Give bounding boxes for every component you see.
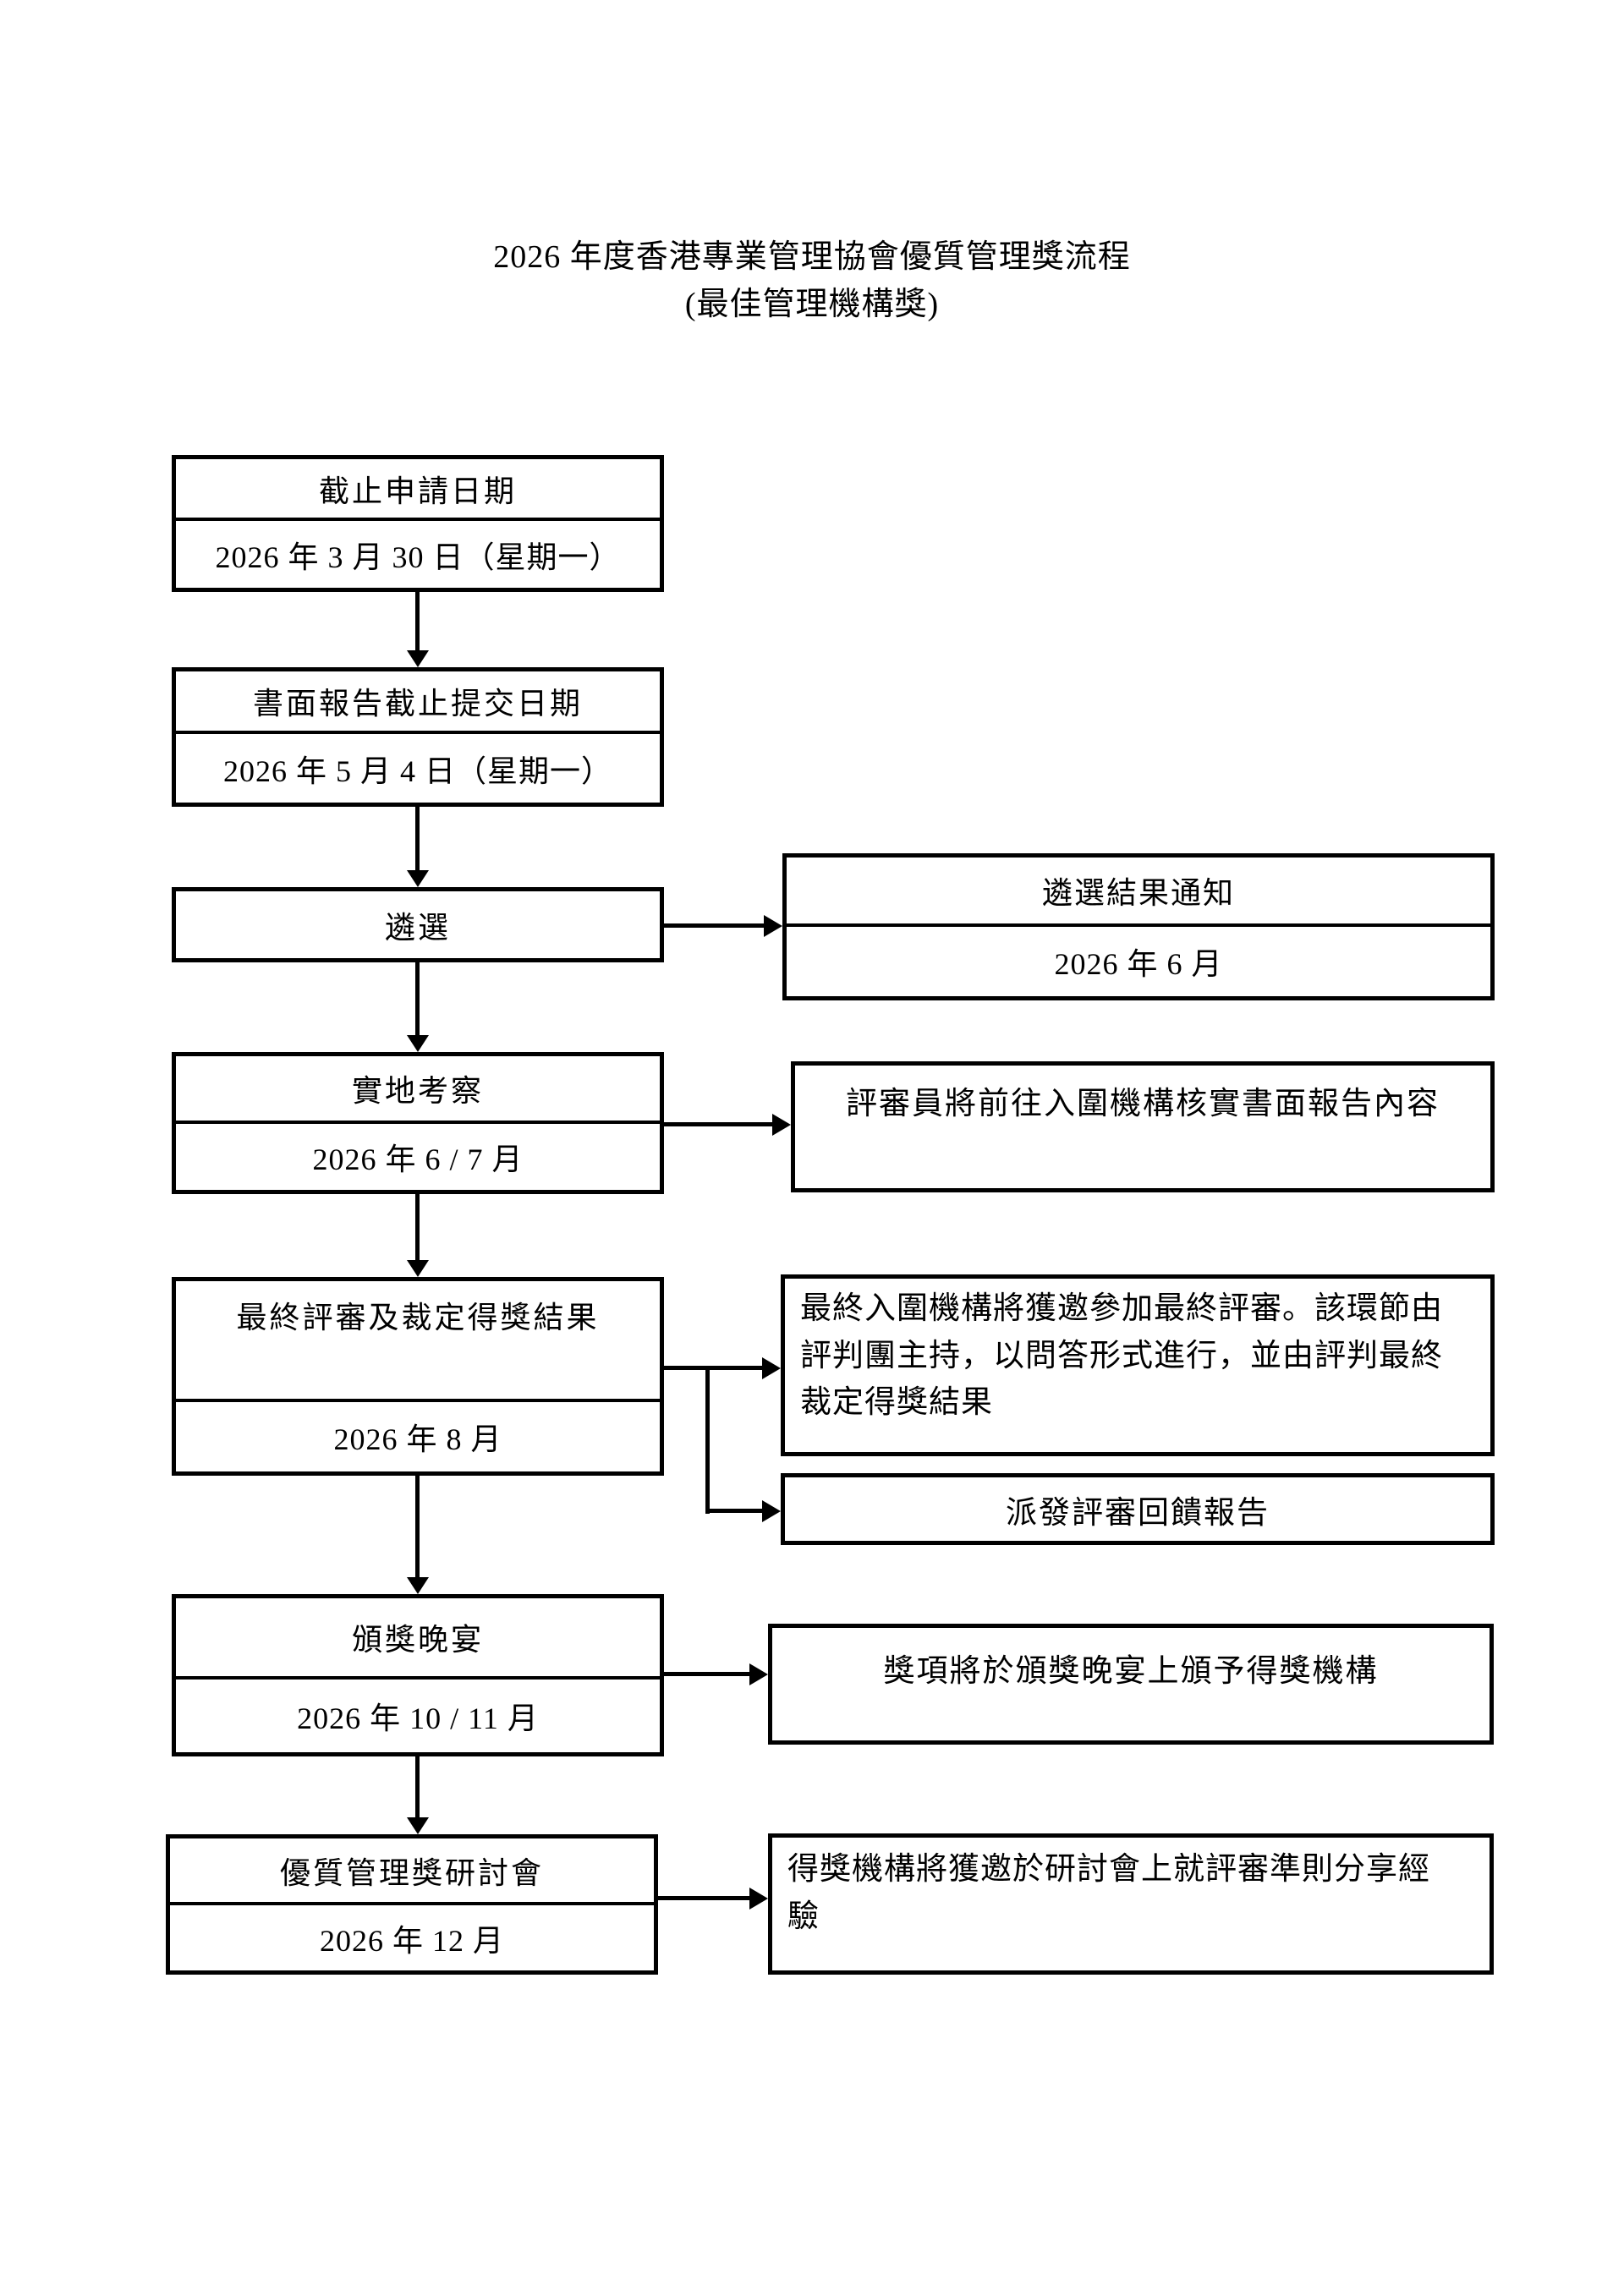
flow-box-award-dinner: 頒獎晚宴 2026 年 10 / 11 月 bbox=[172, 1594, 664, 1756]
arrow-down-head-6 bbox=[407, 1817, 429, 1834]
arrow-right-head-feedback bbox=[762, 1500, 781, 1522]
arrow-right-head-award-dinner bbox=[749, 1663, 768, 1685]
flow-box-site-visit: 實地考察 2026 年 6 / 7 月 bbox=[172, 1052, 664, 1194]
note-line: 得獎機構將獲邀於研討會上就評審準則分享經 bbox=[787, 1852, 1430, 1887]
note-line: 裁定得獎結果 bbox=[800, 1385, 993, 1420]
arrow-down-head-4 bbox=[407, 1260, 429, 1277]
box-date: 2026 年 10 / 11 月 bbox=[297, 1701, 539, 1735]
note-text: 派發評審回饋報告 bbox=[1006, 1495, 1270, 1531]
box-date: 2026 年 3 月 30 日（星期一） bbox=[215, 540, 621, 574]
arrow-down-line-6 bbox=[415, 1756, 420, 1817]
page-title-line2: (最佳管理機構獎) bbox=[684, 287, 940, 322]
branch-down-line bbox=[705, 1366, 710, 1514]
arrow-right-head-seminar bbox=[749, 1888, 768, 1910]
note-line: 最終入圍機構將獲邀參加最終評審。該環節由 bbox=[800, 1291, 1443, 1326]
box-title: 優質管理獎研討會 bbox=[170, 1838, 654, 1905]
arrow-right-head-screening bbox=[764, 915, 782, 937]
note-text: 評審員將前往入圍機構核實書面報告內容 bbox=[846, 1087, 1440, 1121]
arrow-down-head-1 bbox=[407, 650, 429, 667]
note-line: 驗 bbox=[787, 1899, 820, 1934]
arrow-down-line-3 bbox=[415, 962, 420, 1035]
flow-box-screening: 遴選 bbox=[172, 887, 664, 962]
note-box-award-dinner: 獎項將於頒獎晚宴上頒予得獎機構 bbox=[768, 1624, 1494, 1745]
page-title-line1: 2026 年度香港專業管理協會優質管理獎流程 bbox=[493, 239, 1131, 275]
box-title: 書面報告截止提交日期 bbox=[176, 671, 660, 734]
arrow-down-head-2 bbox=[407, 870, 429, 887]
flow-box-report-deadline: 書面報告截止提交日期 2026 年 5 月 4 日（星期一） bbox=[172, 667, 664, 807]
box-date: 2026 年 8 月 bbox=[333, 1422, 502, 1456]
arrow-down-line-4 bbox=[415, 1194, 420, 1260]
arrow-down-head-3 bbox=[407, 1035, 429, 1052]
arrow-right-line-screening bbox=[664, 923, 764, 928]
note-box-feedback-report: 派發評審回饋報告 bbox=[781, 1473, 1495, 1545]
arrow-right-head-site-visit bbox=[772, 1114, 791, 1136]
flow-box-seminar: 優質管理獎研討會 2026 年 12 月 bbox=[166, 1834, 658, 1975]
note-box-final-assessment: 最終入圍機構將獲邀參加最終評審。該環節由 評判團主持，以問答形式進行，並由評判最… bbox=[781, 1274, 1495, 1456]
note-title: 遴選結果通知 bbox=[787, 858, 1490, 927]
arrow-down-line-2 bbox=[415, 807, 420, 870]
note-box-site-visit: 評審員將前往入圍機構核實書面報告內容 bbox=[791, 1061, 1495, 1192]
box-title: 遴選 bbox=[384, 910, 451, 945]
note-date: 2026 年 6 月 bbox=[1054, 947, 1223, 981]
arrow-right-line-site-visit bbox=[664, 1122, 772, 1126]
box-title: 頒獎晚宴 bbox=[176, 1598, 660, 1680]
arrow-right-line-seminar bbox=[658, 1896, 749, 1900]
note-box-seminar: 得獎機構將獲邀於研討會上就評審準則分享經 驗 bbox=[768, 1833, 1494, 1975]
box-date: 2026 年 12 月 bbox=[319, 1923, 504, 1958]
arrow-right-line-award-dinner bbox=[664, 1672, 749, 1676]
box-title: 最終評審及裁定得獎結果 bbox=[176, 1281, 660, 1402]
arrow-down-line-5 bbox=[415, 1476, 420, 1577]
arrow-right-line-final-assessment bbox=[664, 1366, 762, 1370]
arrow-down-line-1 bbox=[415, 592, 420, 650]
arrow-right-line-feedback bbox=[705, 1509, 762, 1513]
flow-box-final-assessment: 最終評審及裁定得獎結果 2026 年 8 月 bbox=[172, 1277, 664, 1476]
note-text: 得獎機構將獲邀於研討會上就評審準則分享經 驗 bbox=[772, 1838, 1490, 1940]
note-text: 獎項將於頒獎晚宴上頒予得獎機構 bbox=[883, 1654, 1379, 1689]
box-title: 截止申請日期 bbox=[176, 459, 660, 521]
arrow-right-head-final-assessment bbox=[762, 1357, 781, 1379]
arrow-down-head-5 bbox=[407, 1577, 429, 1594]
box-date: 2026 年 6 / 7 月 bbox=[312, 1143, 524, 1176]
box-date: 2026 年 5 月 4 日（星期一） bbox=[222, 753, 612, 788]
box-title: 實地考察 bbox=[176, 1056, 660, 1124]
flow-box-application-deadline: 截止申請日期 2026 年 3 月 30 日（星期一） bbox=[172, 455, 664, 592]
note-line: 評判團主持，以問答形式進行，並由評判最終 bbox=[800, 1338, 1443, 1373]
note-box-screening-result: 遴選結果通知 2026 年 6 月 bbox=[782, 853, 1495, 1000]
note-text: 最終入圍機構將獲邀參加最終評審。該環節由 評判團主持，以問答形式進行，並由評判最… bbox=[785, 1279, 1490, 1427]
